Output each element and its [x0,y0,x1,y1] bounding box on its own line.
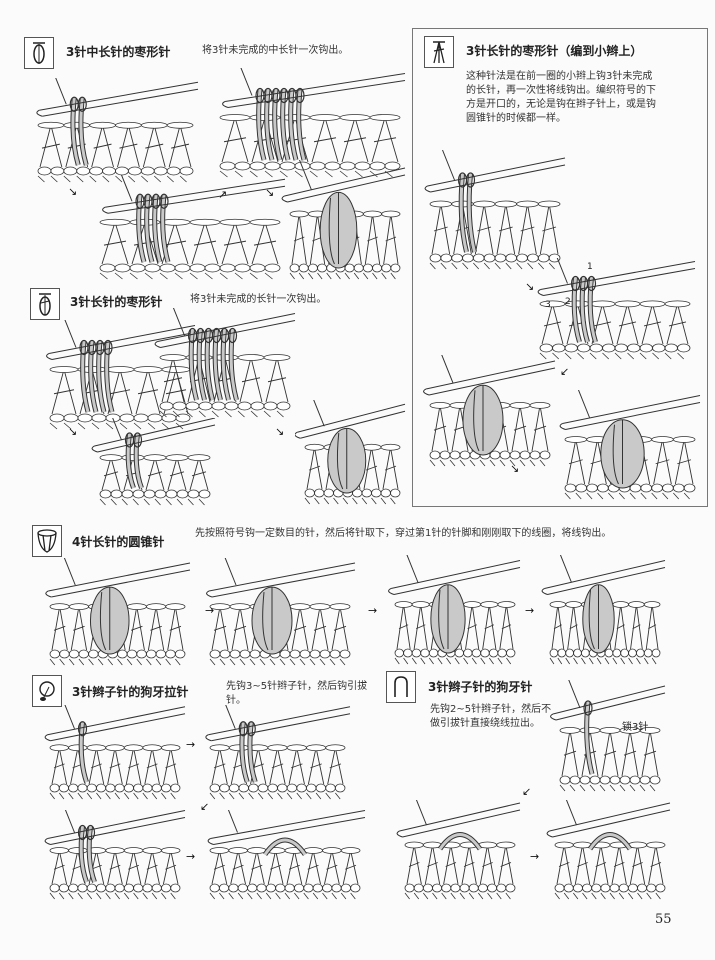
section-title: 3针长针的枣形针（编到小辫上） [466,44,643,58]
diagram [540,552,670,665]
section-box [412,28,708,507]
crochet-illustration [154,305,296,418]
step-number: 3 [545,300,551,310]
diagram [420,352,560,467]
crochet-illustration [206,554,356,666]
crochet-illustration [45,554,191,666]
crochet-illustration [546,794,671,900]
arrow-icon: ↘ [68,185,78,198]
section-desc: 先钩3~5针辫子针，然后钩引拔针。 [226,681,368,706]
arrow-icon: ↗ [218,188,228,201]
section-title: 3针长针的枣形针 [70,295,163,309]
crochet-illustration [550,677,666,792]
crochet-illustration [388,552,521,665]
step-number: 1 [587,262,593,272]
arrow-icon: → [186,850,196,863]
arrow-icon: ↘ [525,280,535,293]
arrow-icon: ↙ [200,800,210,813]
diagram [280,159,410,280]
crochet-illustration [424,149,566,270]
crochet-illustration [205,698,351,800]
arrow-icon: → [186,738,196,751]
crochet-illustration [541,552,666,665]
chain-3-label: 锁3针 [622,722,649,733]
crochet-illustration [219,65,406,178]
section-title: 4针长针的圆锥针 [72,535,165,549]
section-title: 3针辫子针的狗牙针 [428,680,533,694]
diagram [40,554,195,666]
diagram [294,396,410,505]
crochet-illustration [36,74,199,183]
crochet-illustration [281,159,406,280]
diagram [90,409,220,506]
picot-icon [386,671,416,703]
crochet-illustration [207,802,366,900]
diagram [420,149,570,270]
section-title: 3针中长针的枣形针 [66,45,171,59]
diagram [28,74,203,183]
diagram [385,552,525,665]
crochet-illustration [44,802,186,900]
diagram [40,802,190,900]
popcorn-4-dc-icon [32,525,62,557]
picot-slip-icon [32,675,62,707]
crochet-illustration [44,698,186,800]
arrow-icon: ↙ [522,785,532,798]
arrow-icon: ↘ [68,425,78,438]
arrow-icon: ↘ [265,186,275,199]
crochet-illustration [396,794,521,900]
section-title: 3针辫子针的狗牙拉针 [72,685,189,699]
crochet-illustration [559,387,701,500]
diagram [545,794,675,900]
crochet-illustration [99,171,286,280]
arrow-icon: → [205,604,215,617]
diagram [90,171,290,280]
section-desc: 先钩2~5针辫子针，然后不做引拔针直接绕线拉出。 [430,704,552,729]
arrow-icon: → [530,850,540,863]
diagram [395,794,525,900]
section-desc: 将3针未完成的中长针一次钩出。 [202,45,349,56]
diagram [200,802,370,900]
arrow-icon: ↘ [510,462,520,475]
arrow-icon: ↘ [275,425,285,438]
crochet-illustration [91,409,216,506]
section-desc: 这种针法是在前一圈的小辫上钩3针未完成的长针，再一次性将线钩出。编织符号的下方是… [466,71,656,124]
cluster-3-dc-icon [30,288,60,320]
diagram [150,305,300,418]
cluster-3-dc-open-icon [424,36,454,68]
crochet-illustration [294,396,406,505]
diagram [530,253,700,360]
puff-3-hdc-icon [24,37,54,69]
section-desc: 将3针未完成的长针一次钩出。 [190,294,327,305]
diagram [210,65,410,178]
diagram [550,677,670,792]
step-number: 2 [565,297,571,307]
arrow-icon: → [525,604,535,617]
diagram [200,698,355,800]
diagram [200,554,360,666]
arrow-icon: → [368,604,378,617]
diagram [555,387,705,500]
arrow-icon: ↙ [560,365,570,378]
crochet-illustration [423,352,556,467]
diagram [40,698,190,800]
page-number: 55 [655,912,672,927]
crochet-illustration [537,253,696,360]
section-desc: 先按照符号钩一定数目的针，然后将针取下，穿过第1针的针脚和刚刚取下的线圈，将线钩… [195,528,612,539]
